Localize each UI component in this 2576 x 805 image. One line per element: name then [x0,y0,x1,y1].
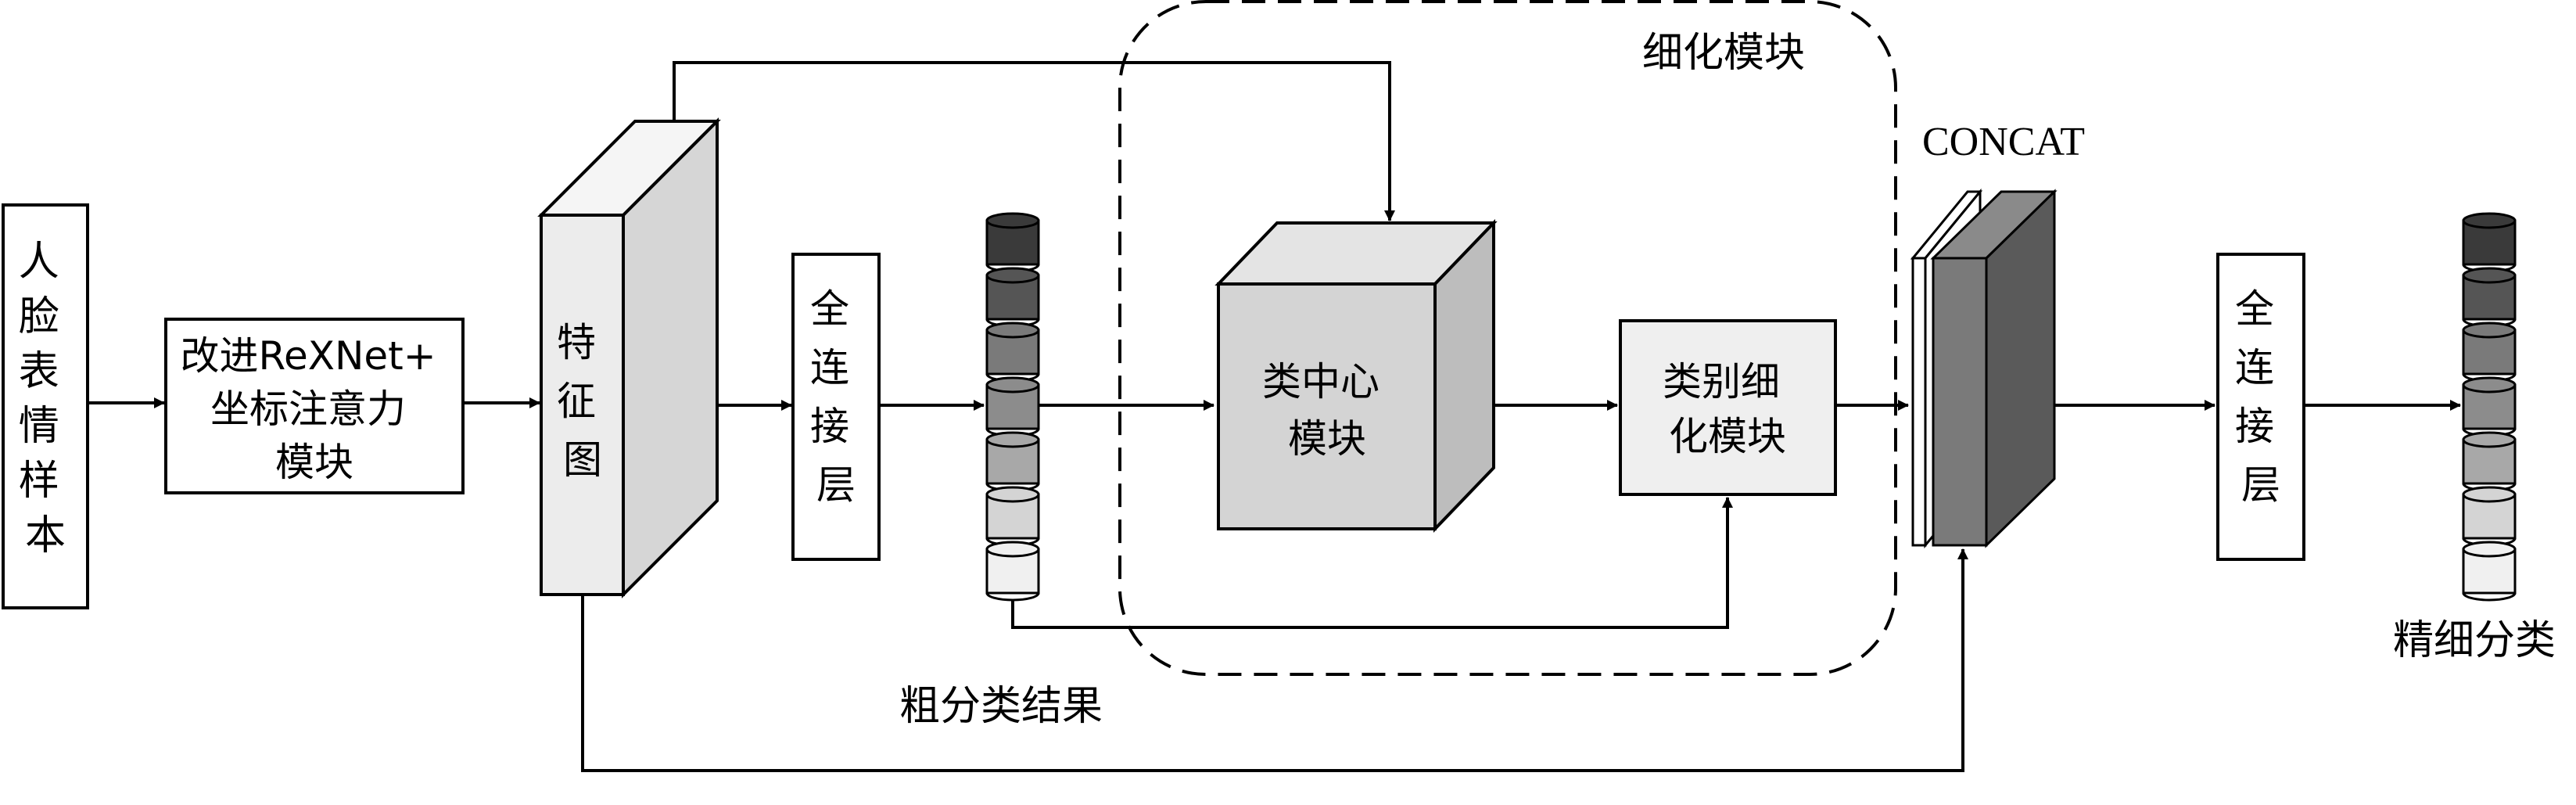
vector-cell [2462,267,2517,328]
arrow-feature-to-center [673,61,1395,221]
fc1-label-line: 全 [810,286,849,332]
vector-cell [2462,486,2517,547]
vector-cell [985,322,1040,383]
vector-cell [985,541,1040,602]
center-label-line: 类中心 [1262,359,1379,404]
vector-cell [985,486,1040,547]
svg-text:改进ReXNet+ 坐标注意力 模块: 改进ReXNet+ 坐标注意力 模块 [180,333,448,485]
fc1-label-line: 层 [816,462,856,508]
input-label-line: 脸 [19,293,59,340]
refine-label-line: 类别细 [1663,359,1780,404]
fc-layer-2: 全 连 接 层 [2216,253,2305,561]
fc-layer-1: 全 连 接 层 [791,253,881,561]
vector-cell [2462,541,2517,602]
vector-cell [985,376,1040,437]
vector-cell [2462,431,2517,492]
concat-label: CONCAT [1922,120,2085,164]
coarse-result-label: 粗分类结果 [899,683,1103,730]
vector-cell [2462,212,2517,273]
input-label-line: 人 [19,239,59,286]
fine-result-label: 精细分类 [2393,617,2556,664]
class-center-module: 类中心 模块 [1214,219,1498,533]
fc2-label-line: 接 [2235,404,2274,449]
refine-group-label: 细化模块 [1642,30,1805,77]
refine-label-line: 化模块 [1669,414,1786,459]
arrow-feature-to-concat [581,548,1968,772]
fc2-label-line: 层 [2241,462,2280,508]
svg-text:类中心 模块: 类中心 模块 [1262,359,1392,462]
backbone-label-line: 模块 [275,440,353,485]
fc1-label-line: 接 [810,404,849,449]
fc2-label-line: 连 [2235,345,2274,390]
feature-label-line: 特 [557,320,596,365]
backbone-label-line: 坐标注意力 [210,386,406,432]
input-label-line: 表 [19,348,59,395]
svg-text:全 连 接 层: 全 连 接 层 [2235,286,2287,508]
feature-label-line: 征 [557,379,596,424]
input-label-line: 本 [25,512,66,559]
class-refine-module: 类别细 化模块 [1619,319,1837,496]
input-label-line: 样 [19,458,59,505]
feature-map-block: 特 征 图 [537,117,721,598]
vector-cell [985,212,1040,273]
vector-cell [2462,376,2517,437]
input-label-line: 情 [19,403,59,450]
vector-cell [985,431,1040,492]
fine-result-vector [2462,212,2517,602]
vector-cell [2462,322,2517,383]
fc2-label-line: 全 [2235,286,2274,332]
backbone-label-line: 改进ReXNet+ [180,333,436,379]
svg-text:类别细 化模块: 类别细 化模块 [1663,359,1792,459]
arrow-coarse-to-refine [1011,497,1733,629]
concat-block [1910,188,2058,549]
feature-label-line: 图 [563,437,602,483]
fc1-label-line: 连 [810,345,849,390]
center-label-line: 模块 [1288,416,1366,462]
svg-text:人 脸 表 情: 人 脸 表 情 样 本 [19,239,73,559]
backbone-box: 改进ReXNet+ 坐标注意力 模块 [164,318,465,494]
coarse-result-vector [985,212,1040,602]
input-samples-box: 人 脸 表 情 样 本 [2,203,89,609]
svg-text:特 征 图: 特 征 图 [557,320,608,483]
svg-text:全 连 接 层: 全 连 接 层 [810,286,862,508]
vector-cell [985,267,1040,328]
refine-group-boundary [1118,0,1897,676]
